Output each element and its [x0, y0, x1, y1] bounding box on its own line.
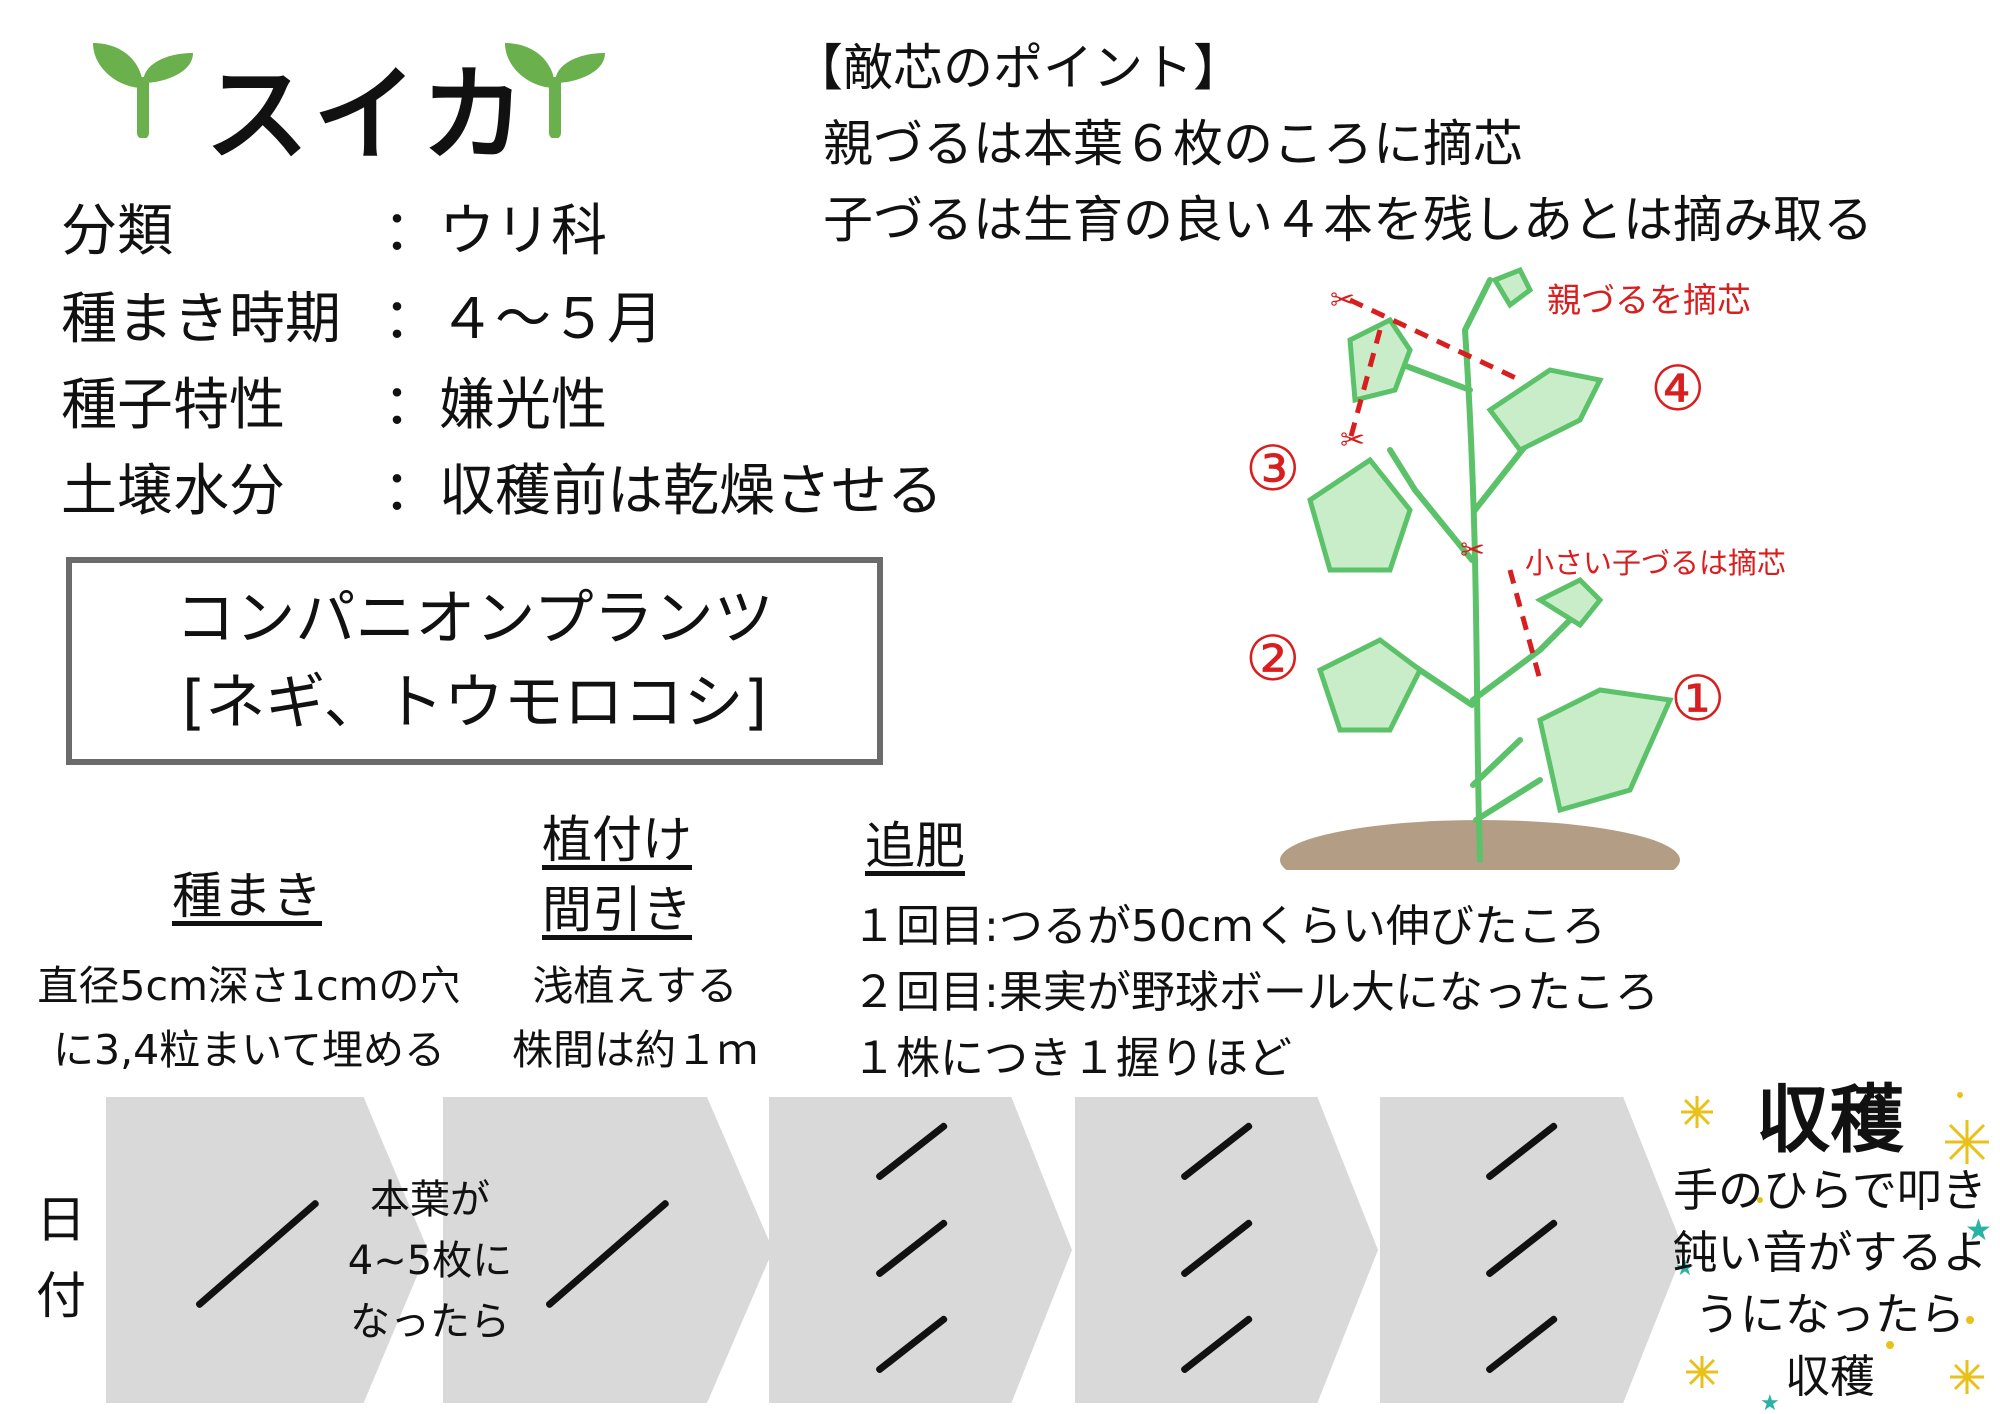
- info-value: ：ウリ科: [383, 199, 607, 264]
- page-title: スイカ: [205, 54, 530, 176]
- info-row-soil-moisture: 土壌水分 ：収穫前は乾燥させる: [61, 446, 943, 527]
- companion-plants-box: コンパニオンプランツ [ネギ、トウモロコシ]: [66, 557, 883, 765]
- harvest-title: 収穫: [1756, 1077, 1904, 1163]
- leaf-icon: [1491, 266, 1534, 309]
- date-label: 付: [36, 1267, 86, 1325]
- svg-text:✂: ✂: [1460, 533, 1485, 568]
- step-label-planting: 植付け: [542, 811, 692, 869]
- number-2: ②: [1245, 622, 1301, 695]
- info-row-classification: 分類 ：ウリ科: [61, 186, 607, 267]
- number-1: ①: [1670, 662, 1726, 735]
- info-key: 種子特性: [61, 373, 285, 438]
- harvest-line: 鈍い音がするよ: [1672, 1226, 1988, 1279]
- pinching-heading: 【敵芯のポイント】: [793, 39, 1243, 97]
- step-label-sowing: 種まき: [172, 867, 322, 925]
- info-key: 種まき時期: [61, 287, 341, 352]
- info-value: ：嫌光性: [383, 373, 607, 438]
- label-pinch-main: 親づるを摘芯: [1547, 281, 1751, 321]
- svg-text:★: ★: [1965, 1213, 1992, 1248]
- sparkle-decoration-icon: ★ ★ ★: [1675, 1092, 1992, 1414]
- desc-line: 株間は約１ｍ: [512, 1026, 758, 1074]
- svg-text:★: ★: [1760, 1391, 1780, 1414]
- info-value: ：４～５月: [383, 287, 663, 352]
- harvest-line: うになったら: [1694, 1288, 1965, 1341]
- companion-list: [ネギ、トウモロコシ]: [181, 668, 768, 738]
- harvest-line: 収穫: [1784, 1350, 1875, 1403]
- sowing-description: 直径5cm深さ1cmの穴に3,4粒まいて埋める: [18, 954, 480, 1082]
- desc-line: 浅植えする: [532, 962, 738, 1010]
- leaf-icon: [1316, 637, 1424, 733]
- number-4: ④: [1650, 352, 1706, 425]
- timeline-step-fertilizer-3: [1380, 1097, 1684, 1403]
- date-label: 日: [36, 1191, 86, 1249]
- pinching-line: 子づるは生育の良い４本を残しあとは摘み取る: [823, 191, 1873, 249]
- harvest-line: 手のひらで叩き: [1673, 1164, 1987, 1217]
- label-pinch-small: 小さい子づるは摘芯: [1525, 546, 1786, 580]
- sprout-icon: [505, 43, 605, 138]
- note-line: 4~5枚に: [347, 1238, 513, 1284]
- leaf-icon: [1486, 367, 1604, 454]
- companion-title: コンパニオンプランツ: [175, 584, 774, 654]
- fertilizer-line: １株につき１握りほど: [852, 1033, 1292, 1084]
- fertilizer-line: １回目:つるが50cmくらい伸びたころ: [852, 901, 1606, 952]
- sprout-icon: [93, 43, 193, 138]
- desc-line: 直径5cm深さ1cmの穴: [37, 962, 461, 1010]
- timeline-note: 本葉が 4~5枚になったら: [330, 1170, 530, 1353]
- desc-line: に3,4粒まいて埋める: [53, 1026, 445, 1074]
- info-key: 分類: [61, 199, 173, 264]
- info-key: 土壌水分: [61, 459, 285, 524]
- svg-text:✂: ✂: [1340, 423, 1365, 458]
- info-row-seed-trait: 種子特性 ：嫌光性: [61, 360, 607, 441]
- info-value: ：収穫前は乾燥させる: [383, 459, 943, 524]
- svg-text:★: ★: [1675, 1256, 1695, 1281]
- pinching-line: 親づるは本葉６枚のころに摘芯: [823, 115, 1523, 173]
- watermelon-plant-illustration: ✂ ✂ ✂ 親づるを摘芯 小さい子づるは摘芯 ④ ③ ② ①: [1245, 266, 1786, 870]
- svg-text:✂: ✂: [1330, 283, 1355, 318]
- scissors-icon: ✂ ✂ ✂: [1330, 283, 1485, 568]
- planting-description: 浅植えする株間は約１ｍ: [490, 954, 780, 1082]
- leaf-icon: [1534, 576, 1604, 629]
- leaf-icon: [1537, 687, 1674, 814]
- step-label-thinning: 間引き: [542, 881, 692, 939]
- step-label-fertilizer: 追肥: [865, 817, 965, 875]
- note-line: なったら: [350, 1299, 510, 1345]
- leaf-icon: [1307, 456, 1413, 573]
- info-row-sowing-period: 種まき時期 ：４～５月: [61, 274, 663, 355]
- note-line: 本葉が: [370, 1177, 490, 1223]
- fertilizer-line: ２回目:果実が野球ボール大になったころ: [852, 967, 1659, 1018]
- number-3: ③: [1245, 432, 1301, 505]
